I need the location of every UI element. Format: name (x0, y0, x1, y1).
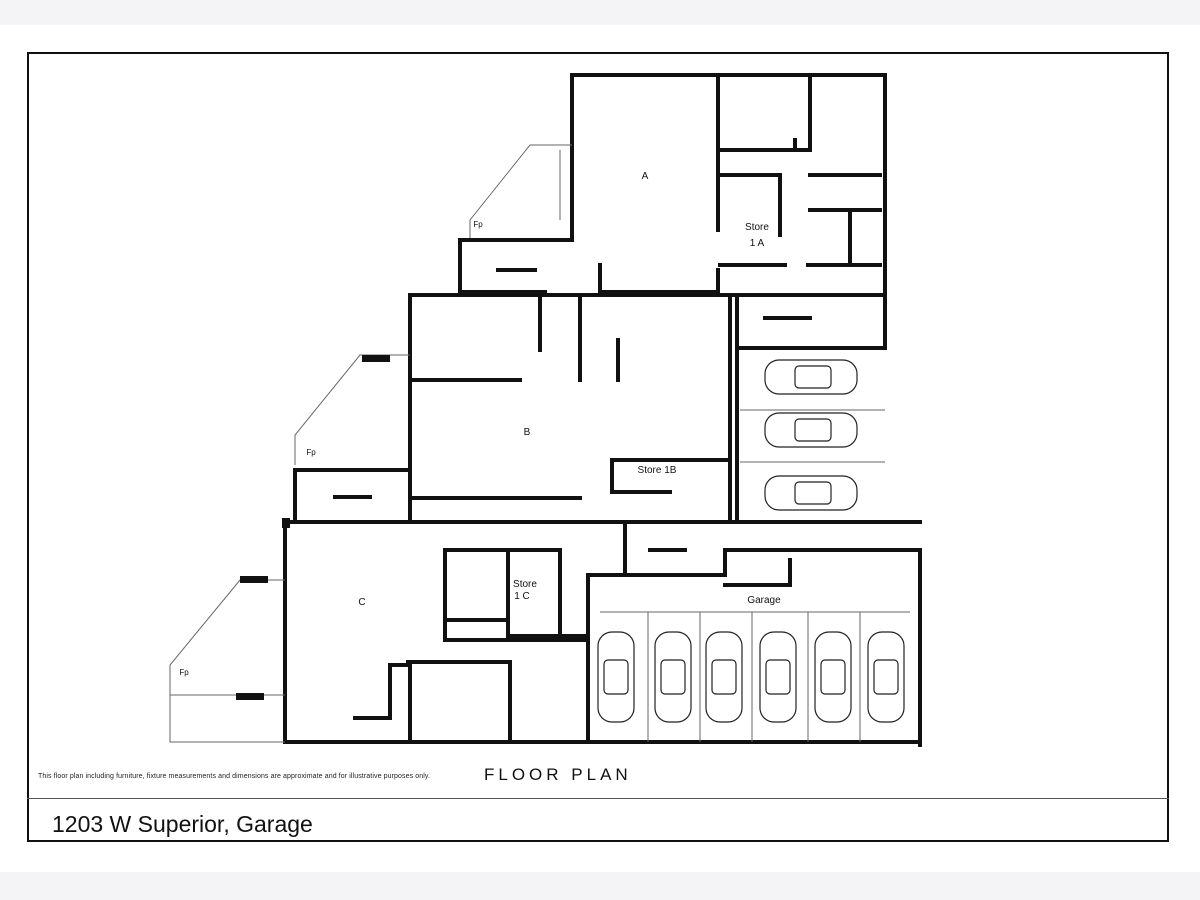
disclaimer-text: This floor plan including furniture, fix… (38, 773, 431, 780)
window-block (282, 518, 290, 528)
car-icon (764, 412, 858, 448)
label-store-1c: Store (513, 579, 537, 590)
car-icon (867, 631, 905, 723)
unit-c-walls (283, 520, 922, 747)
unit-a-balcony (469, 144, 572, 238)
unit-b-walls (293, 293, 887, 524)
label-fireplace-b: Fp (306, 448, 316, 457)
label-unit-a: A (642, 171, 649, 182)
car-icon (759, 631, 797, 723)
parking-lines-garage (600, 611, 910, 742)
label-store-1c-num: 1 C (514, 591, 530, 602)
label-store-1a-num: 1 A (750, 238, 765, 249)
window-block (362, 355, 390, 362)
address-caption: 1203 W Superior, Garage (52, 811, 313, 837)
label-unit-c: C (358, 597, 365, 608)
car-icon (654, 631, 692, 723)
unit-a-walls (458, 73, 887, 297)
floor-plan-sheet: A B C Store 1 A Store 1B Store 1 C Garag… (0, 25, 1200, 872)
label-fireplace-a: Fp (473, 220, 483, 229)
label-garage: Garage (747, 595, 781, 606)
footer-divider (27, 798, 1169, 799)
sheet-frame (27, 52, 1169, 842)
plan-title: FLOOR PLAN (484, 765, 632, 784)
car-icon (814, 631, 852, 723)
label-store-1a: Store (745, 222, 769, 233)
car-icon (764, 359, 858, 395)
label-unit-b: B (524, 427, 531, 438)
window-block (236, 693, 264, 700)
label-fireplace-c: Fp (179, 668, 189, 677)
floor-plan-drawing: A B C Store 1 A Store 1B Store 1 C Garag… (169, 73, 922, 747)
car-icon (597, 631, 635, 723)
parking-lines-b (740, 409, 885, 463)
label-store-1b: Store 1B (638, 465, 677, 476)
car-icon (705, 631, 743, 723)
car-icon (764, 475, 858, 511)
window-block (240, 576, 268, 583)
unit-c-balcony (169, 579, 285, 743)
